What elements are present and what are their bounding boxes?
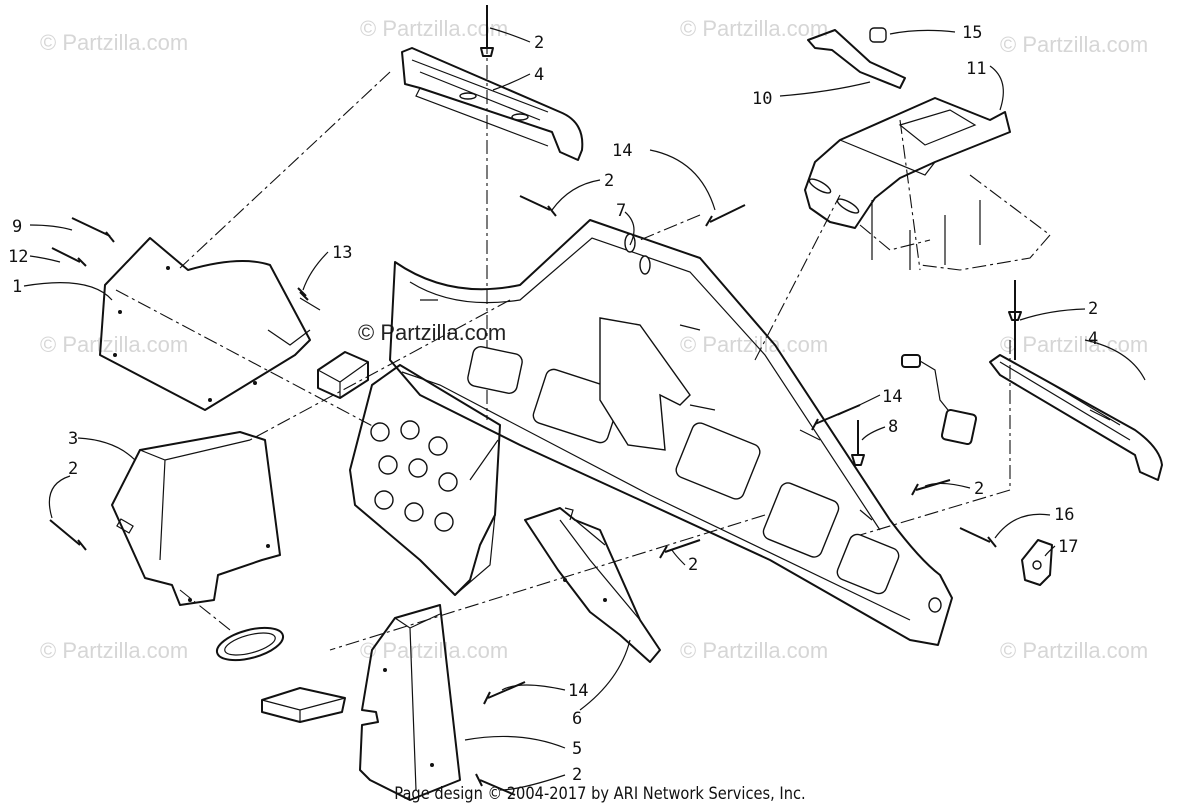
small-plate: [1021, 539, 1053, 586]
callout-12: 12: [8, 247, 28, 267]
callout-4: 4: [1088, 329, 1098, 349]
callout-6: 6: [572, 709, 582, 729]
callout-5: 5: [572, 739, 582, 759]
watermarks: © Partzilla.com © Partzilla.com © Partzi…: [40, 16, 1148, 663]
watermark: © Partzilla.com: [680, 332, 828, 357]
watermark: © Partzilla.com: [1000, 332, 1148, 357]
watermark: © Partzilla.com: [680, 638, 828, 663]
small-tab: [261, 687, 346, 723]
upper-mount-plate: [804, 27, 1051, 271]
callout-14: 14: [568, 681, 588, 701]
callout-16: 16: [1054, 505, 1074, 525]
watermark: © Partzilla.com: [1000, 32, 1148, 57]
callout-11: 11: [966, 59, 986, 79]
callout-10: 10: [752, 89, 772, 109]
callout-2: 2: [1088, 299, 1098, 319]
callout-2: 2: [688, 555, 698, 575]
left-guard-plate: [99, 237, 321, 411]
center-triangle-bracket: [524, 507, 661, 663]
top-rail-bracket: [401, 47, 584, 161]
perforated-plate: [349, 364, 501, 596]
side-chassis-panel: [389, 219, 953, 646]
callout-17: 17: [1058, 537, 1078, 557]
left-lower-guard: [111, 431, 281, 606]
connector-assembly: [901, 354, 978, 446]
watermark: © Partzilla.com: [360, 16, 508, 41]
center-watermark: © Partzilla.com: [358, 320, 506, 345]
right-rail-bracket: [989, 354, 1163, 481]
callout-15: 15: [962, 23, 982, 43]
callout-9: 9: [12, 217, 22, 237]
lower-front-guard: [359, 604, 461, 801]
watermark: © Partzilla.com: [40, 332, 188, 357]
callout-1: 1: [12, 277, 22, 297]
callout-2: 2: [534, 33, 544, 53]
assembly-lines: [115, 40, 1011, 651]
callout-14: 14: [612, 141, 632, 161]
callout-2: 2: [604, 171, 614, 191]
callout-8: 8: [888, 417, 898, 437]
oval-pad: [215, 626, 285, 662]
callout-13: 13: [332, 243, 352, 263]
callout-14: 14: [882, 387, 902, 407]
callouts: 2 4 15 10 11 14 2 7 9 12 13 1 2 4 3 2 14…: [8, 23, 1098, 785]
callout-2: 2: [68, 459, 78, 479]
watermark: © Partzilla.com: [680, 16, 828, 41]
page-footer: Page design © 2004-2017 by ARI Network S…: [394, 784, 806, 804]
callout-2: 2: [572, 765, 582, 785]
rubber-block: [317, 351, 369, 399]
callout-3: 3: [68, 429, 78, 449]
rivets: [49, 5, 1022, 796]
watermark: © Partzilla.com: [40, 30, 188, 55]
watermark: © Partzilla.com: [40, 638, 188, 663]
callout-7: 7: [616, 201, 626, 221]
leader-lines: [23, 27, 1146, 791]
watermark: © Partzilla.com: [360, 638, 508, 663]
callout-2: 2: [974, 479, 984, 499]
callout-4: 4: [534, 65, 544, 85]
watermark: © Partzilla.com: [1000, 638, 1148, 663]
